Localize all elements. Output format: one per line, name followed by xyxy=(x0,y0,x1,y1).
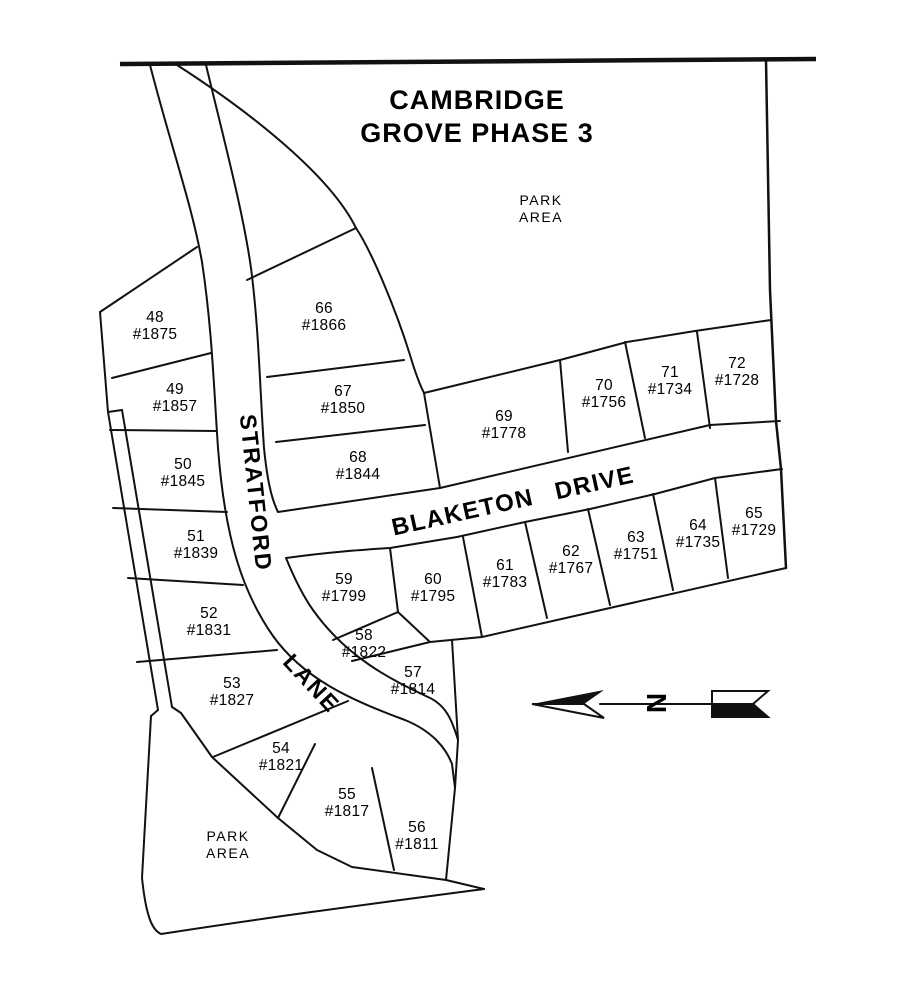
lot-label: 54#1821 xyxy=(259,740,304,774)
lot54-55-line xyxy=(277,743,316,819)
lot-label: 68#1844 xyxy=(336,449,381,483)
lot-label: 72#1728 xyxy=(715,355,760,389)
lots69-72-north-boundary xyxy=(423,319,772,394)
lot-label: 71#1734 xyxy=(648,364,693,398)
access-strip-right-line xyxy=(121,409,173,708)
map-title-line1: CAMBRIDGE xyxy=(389,85,565,115)
park-area-bottom-label-line2: AREA xyxy=(206,845,250,861)
lot57-east-line xyxy=(451,639,459,741)
park-area-bottom-label-line1: PARK xyxy=(206,828,249,844)
lot52-53-line xyxy=(136,649,278,663)
boundary-top-line xyxy=(119,56,817,67)
lot-label: 66#1866 xyxy=(302,300,347,334)
lot64-65-line xyxy=(714,477,729,579)
lot51-52-line xyxy=(127,577,244,586)
lot48-north-line xyxy=(99,246,198,313)
lot68-69-line xyxy=(423,392,441,489)
lot-label: 49#1857 xyxy=(153,381,198,415)
lot60-cut-line xyxy=(397,611,431,643)
north-arrow: N xyxy=(531,690,771,719)
lot-label: 51#1839 xyxy=(174,528,219,562)
north-arrow-n-label: N xyxy=(641,693,672,713)
lot58-59-line xyxy=(332,611,399,641)
lot-label: 70#1756 xyxy=(582,377,627,411)
park-boundary-curve xyxy=(176,64,425,394)
lot-label: 67#1850 xyxy=(321,383,366,417)
lot66-north-line xyxy=(246,227,357,281)
lot71-72-line xyxy=(696,331,711,429)
access-strip-left-line xyxy=(107,411,159,711)
lot-label: 57#1814 xyxy=(391,664,436,698)
lot-label: 64#1735 xyxy=(676,517,721,551)
lot-label: 48#1875 xyxy=(133,309,178,343)
boundary-right-line xyxy=(764,58,788,570)
park-area-top-label-line1: PARK xyxy=(519,192,562,208)
access-strip-top-cap xyxy=(107,409,123,413)
lot60-61-line xyxy=(462,536,483,638)
lot-label: 52#1831 xyxy=(187,605,232,639)
lot-label: 56#1811 xyxy=(395,819,438,853)
park-west-and-bottom-boundary xyxy=(141,715,485,935)
lot56-east-line xyxy=(445,787,456,881)
lot-label: 61#1783 xyxy=(483,557,528,591)
lot66-67-line xyxy=(266,359,405,378)
north-arrow-fletch-outline xyxy=(711,690,771,705)
lot59-60-line xyxy=(389,547,399,613)
road-stratford-west-edge xyxy=(149,64,456,789)
north-arrow-head-solid xyxy=(532,690,604,704)
lot-label: 63#1751 xyxy=(614,529,659,563)
lot57-58-line xyxy=(351,641,431,662)
lot48-49-line xyxy=(111,352,212,379)
lot-label: 59#1799 xyxy=(322,571,367,605)
park-northeast-boundary xyxy=(180,712,485,890)
road-blaketon-south-edge xyxy=(285,468,783,559)
road-stratford-east-edge-and-blaketon-north-edge xyxy=(205,64,781,513)
lot-label: 60#1795 xyxy=(411,571,456,605)
north-arrow-head-outline xyxy=(531,703,605,719)
road-stratford-east-lower-edge xyxy=(285,557,459,789)
lot55-56-line xyxy=(371,767,395,871)
lot-labels-layer: 48#1875 49#1857 50#1845 51#1839 52#1831 53#18… xyxy=(133,300,777,853)
lot61-62-line xyxy=(524,521,548,619)
lot-label: 50#1845 xyxy=(161,456,206,490)
lot49-50-line xyxy=(109,429,217,432)
lot69-70-line xyxy=(559,359,569,453)
street-name-lane: LANE xyxy=(278,649,345,718)
access-strip-foot-left xyxy=(150,709,159,717)
north-arrow-fletch-solid xyxy=(711,703,771,718)
lot-label: 58#1822 xyxy=(342,627,387,661)
lot63-64-line xyxy=(652,493,674,591)
lot-label: 55#1817 xyxy=(325,786,370,820)
lot-label: 62#1767 xyxy=(549,543,594,577)
park-area-top-label-line2: AREA xyxy=(519,209,563,225)
lot67-68-line xyxy=(275,424,426,443)
lot70-71-line xyxy=(624,341,646,439)
lots61-65-south-boundary xyxy=(429,567,787,643)
access-strip-foot-right xyxy=(171,706,182,714)
lot53-54-line xyxy=(212,700,349,758)
street-name-blaketon-drive: BLAKETON DRIVE xyxy=(389,461,637,541)
lot-label: 53#1827 xyxy=(210,675,255,709)
lot-label: 65#1729 xyxy=(732,505,777,539)
lot50-51-line xyxy=(112,507,228,513)
west-boundary-line xyxy=(99,311,109,413)
lot-label: 69#1778 xyxy=(482,408,527,442)
lot62-63-line xyxy=(587,508,611,606)
map-title-line2: GROVE PHASE 3 xyxy=(360,118,594,148)
